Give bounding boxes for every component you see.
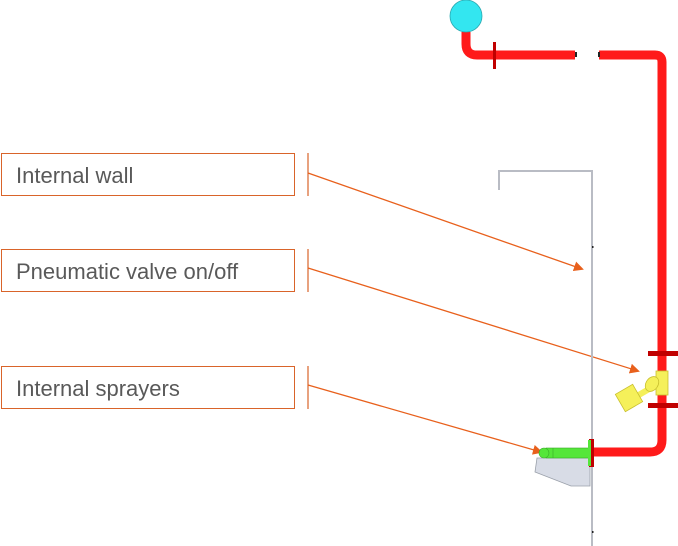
sprayer-bracket [534,457,591,487]
callout-label: Pneumatic valve on/off [16,259,239,284]
arrow-internal-wall [307,172,584,272]
flange [648,351,678,356]
callout-internal-wall: Internal wall [1,153,295,196]
flange [648,403,678,408]
flange [493,42,496,69]
flange [589,439,594,467]
internal-wall [498,170,594,546]
callout-internal-sprayers: Internal sprayers [1,366,295,409]
pneumatic-valve [614,370,669,413]
arrow-pneumatic-valve [307,267,640,374]
callout-pneumatic-valve: Pneumatic valve on/off [1,249,295,292]
gauge-icon [449,0,483,33]
pipe-system [461,32,678,467]
callout-label: Internal sprayers [16,376,180,401]
internal-sprayer [538,440,591,466]
callout-label: Internal wall [16,163,134,188]
arrow-internal-sprayers [307,384,543,455]
